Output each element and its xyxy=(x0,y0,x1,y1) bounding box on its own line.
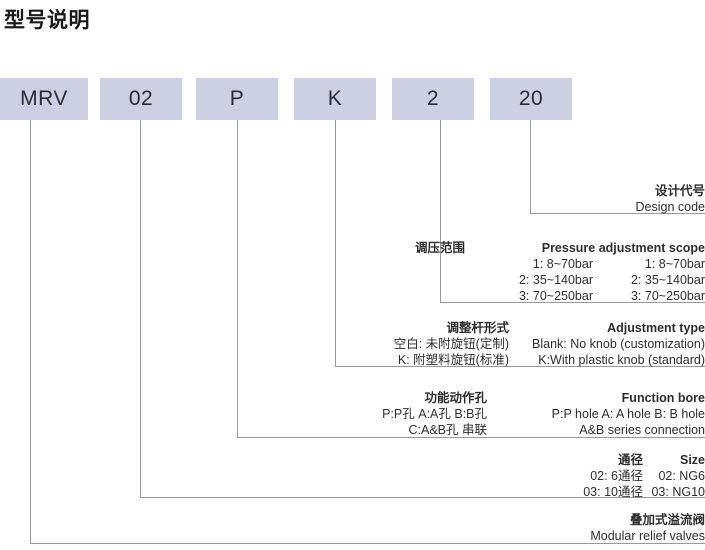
callout-adjustment-type-heading: 调整杆形式 Adjustment type xyxy=(339,320,705,336)
callout-pressure-scope-row-2-en: 3: 70~250bar xyxy=(630,289,705,303)
leader-vline-design xyxy=(530,120,531,214)
callout-pressure-scope-heading-en: Pressure adjustment scope xyxy=(541,241,705,255)
code-box-design-label: 20 xyxy=(518,87,544,110)
callout-function-bore-row-1-cn: C:A&B孔 串联 xyxy=(408,423,488,437)
callout-pressure-scope-row: 2: 35~140bar 2: 35~140bar xyxy=(405,272,705,288)
leader-vline-bore xyxy=(237,120,238,438)
callout-size-row: 03: 10通径 03: NG10 xyxy=(453,484,705,500)
callout-pressure-scope-row: 1: 8~70bar 1: 8~70bar xyxy=(405,256,705,272)
leader-vline-pressure xyxy=(440,120,441,303)
leader-hline-size xyxy=(140,497,705,498)
callout-adjustment-type-row-1-cn: K: 附塑料旋钮(标准) xyxy=(397,353,509,367)
callout-size-row: 02: 6通径 02: NG6 xyxy=(453,468,705,484)
callout-size-row-1-cn: 03: 10通径 xyxy=(583,485,643,499)
callout-product-name-en: Modular relief valves xyxy=(590,529,705,543)
leader-vline-size xyxy=(140,120,141,498)
callout-size-row-0-cn: 02: 6通径 xyxy=(590,469,643,483)
leader-vline-product xyxy=(30,120,31,544)
callout-function-bore: 功能动作孔 Function bore P:P孔 A:A孔 B:B孔 P:P hol… xyxy=(269,390,705,438)
callout-function-bore-row: C:A&B孔 串联 A&B series connection xyxy=(269,422,705,438)
code-box-series-label: MRV xyxy=(20,87,68,110)
callout-pressure-scope-row-0-cn: 1: 8~70bar xyxy=(532,257,593,271)
callout-size-heading-en: Size xyxy=(679,453,705,467)
code-box-knob: K xyxy=(294,78,376,120)
callout-product-name-cn: 叠加式溢流阀 xyxy=(629,513,705,527)
callout-function-bore-heading-cn: 功能动作孔 xyxy=(424,391,487,405)
callout-pressure-scope-row-1-cn: 2: 35~140bar xyxy=(518,273,593,287)
callout-design-code: 设计代号 Design code xyxy=(636,183,705,215)
code-box-pressure-label: 2 xyxy=(426,87,440,110)
callout-design-code-heading-cn: 设计代号 xyxy=(654,184,705,198)
code-box-series: MRV xyxy=(0,78,88,120)
callout-function-bore-heading: 功能动作孔 Function bore xyxy=(269,390,705,406)
callout-adjustment-type-heading-en: Adjustment type xyxy=(607,321,705,335)
leader-hline-adjustment xyxy=(335,366,705,367)
callout-design-code-heading-en: Design code xyxy=(635,200,705,214)
callout-pressure-scope: 调压范围 Pressure adjustment scope 1: 8~70bar… xyxy=(405,240,705,304)
callout-adjustment-type-row-0-en: Blank: No knob (customization) xyxy=(532,337,705,351)
callout-pressure-scope-row: 3: 70~250bar 3: 70~250bar xyxy=(405,288,705,304)
callout-function-bore-heading-en: Function bore xyxy=(621,391,705,405)
leader-hline-bore xyxy=(237,437,705,438)
code-box-bore-label: P xyxy=(229,87,245,110)
leader-vline-adjustment xyxy=(335,120,336,367)
callout-function-bore-row-0-cn: P:P孔 A:A孔 B:B孔 xyxy=(382,407,487,421)
callout-adjustment-type-row: 空白: 未附旋钮(定制) Blank: No knob (customizatio… xyxy=(339,336,705,352)
callout-function-bore-row-0-en: P:P hole A: A hole B: B hole xyxy=(551,407,705,421)
callout-adjustment-type-row: K: 附塑料旋钮(标准) K:With plastic knob (standar… xyxy=(339,352,705,368)
callout-pressure-scope-row-0-en: 1: 8~70bar xyxy=(644,257,705,271)
leader-hline-product xyxy=(30,543,705,544)
page-title: 型号说明 xyxy=(4,9,90,32)
leader-hline-design xyxy=(530,213,705,214)
callout-function-bore-row: P:P孔 A:A孔 B:B孔 P:P hole A: A hole B: B ho… xyxy=(269,406,705,422)
code-box-knob-label: K xyxy=(327,87,343,110)
code-box-size: 02 xyxy=(100,78,182,120)
callout-size: 通径 Size 02: 6通径 02: NG6 03: 10通径 03: NG10 xyxy=(453,452,705,500)
callout-size-heading-cn: 通径 xyxy=(617,453,643,467)
callout-product-name: 叠加式溢流阀 Modular relief valves xyxy=(590,512,705,544)
code-box-size-label: 02 xyxy=(128,87,154,110)
callout-adjustment-type-heading-cn: 调整杆形式 xyxy=(446,321,509,335)
callout-size-row-1-en: 03: NG10 xyxy=(651,485,705,499)
callout-adjustment-type-row-1-en: K:With plastic knob (standard) xyxy=(538,353,705,367)
callout-adjustment-type-row-0-cn: 空白: 未附旋钮(定制) xyxy=(393,337,509,351)
callout-pressure-scope-heading-cn: 调压范围 xyxy=(414,241,465,255)
leader-hline-pressure xyxy=(440,302,705,303)
code-box-bore: P xyxy=(196,78,278,120)
callout-pressure-scope-row-1-en: 2: 35~140bar xyxy=(630,273,705,287)
callout-function-bore-row-1-en: A&B series connection xyxy=(579,423,705,437)
code-box-pressure: 2 xyxy=(392,78,474,120)
callout-pressure-scope-row-2-cn: 3: 70~250bar xyxy=(518,289,593,303)
callout-pressure-scope-heading: 调压范围 Pressure adjustment scope xyxy=(405,240,705,256)
callout-adjustment-type: 调整杆形式 Adjustment type 空白: 未附旋钮(定制) Blank: … xyxy=(339,320,705,368)
callout-size-heading: 通径 Size xyxy=(453,452,705,468)
callout-size-row-0-en: 02: NG6 xyxy=(658,469,705,483)
code-box-design: 20 xyxy=(490,78,572,120)
